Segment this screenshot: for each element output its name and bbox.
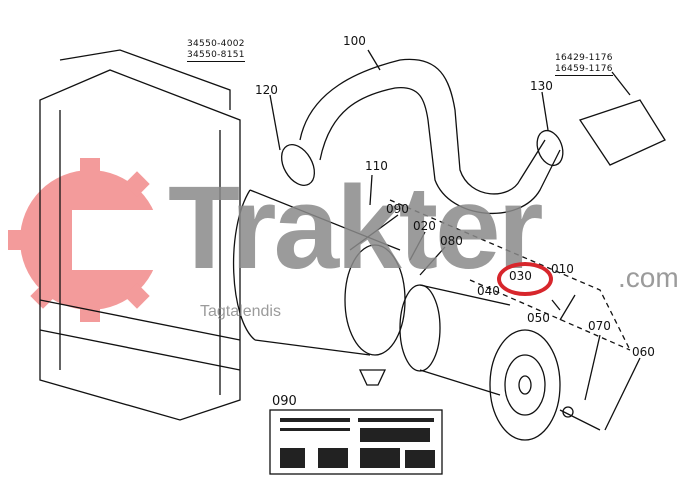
part-number: 34550-4002 — [187, 39, 245, 49]
callout-100[interactable]: 100 — [343, 34, 366, 48]
callout-040[interactable]: 040 — [477, 284, 500, 298]
label-sticker-text — [280, 418, 435, 468]
part-number-group-right: 16429-1176 16459-1176 — [555, 53, 613, 76]
callout-080[interactable]: 080 — [440, 234, 463, 248]
callout-130[interactable]: 130 — [530, 79, 553, 93]
callout-050[interactable]: 050 — [527, 311, 550, 325]
callout-010[interactable]: 010 — [551, 262, 574, 276]
watermark-domain: .com — [618, 262, 679, 293]
line-art — [39, 49, 666, 475]
watermark-tagline: Tagtalendis — [200, 303, 281, 320]
callout-highlight-ring — [497, 262, 553, 296]
callout-120[interactable]: 120 — [255, 83, 278, 97]
watermark-brand: Trakter — [168, 162, 544, 294]
label-section-090: 090 — [272, 394, 297, 409]
logo-gear-icon — [8, 158, 182, 322]
callout-070[interactable]: 070 — [588, 319, 611, 333]
callout-060[interactable]: 060 — [632, 345, 655, 359]
part-number: 16459-1176 — [555, 64, 613, 76]
callout-090[interactable]: 090 — [386, 202, 409, 216]
part-number: 16429-1176 — [555, 53, 613, 63]
part-number-group-left: 34550-4002 34550-8151 — [187, 39, 245, 62]
callout-020[interactable]: 020 — [413, 219, 436, 233]
part-number: 34550-8151 — [187, 50, 245, 62]
callout-110[interactable]: 110 — [365, 159, 388, 173]
